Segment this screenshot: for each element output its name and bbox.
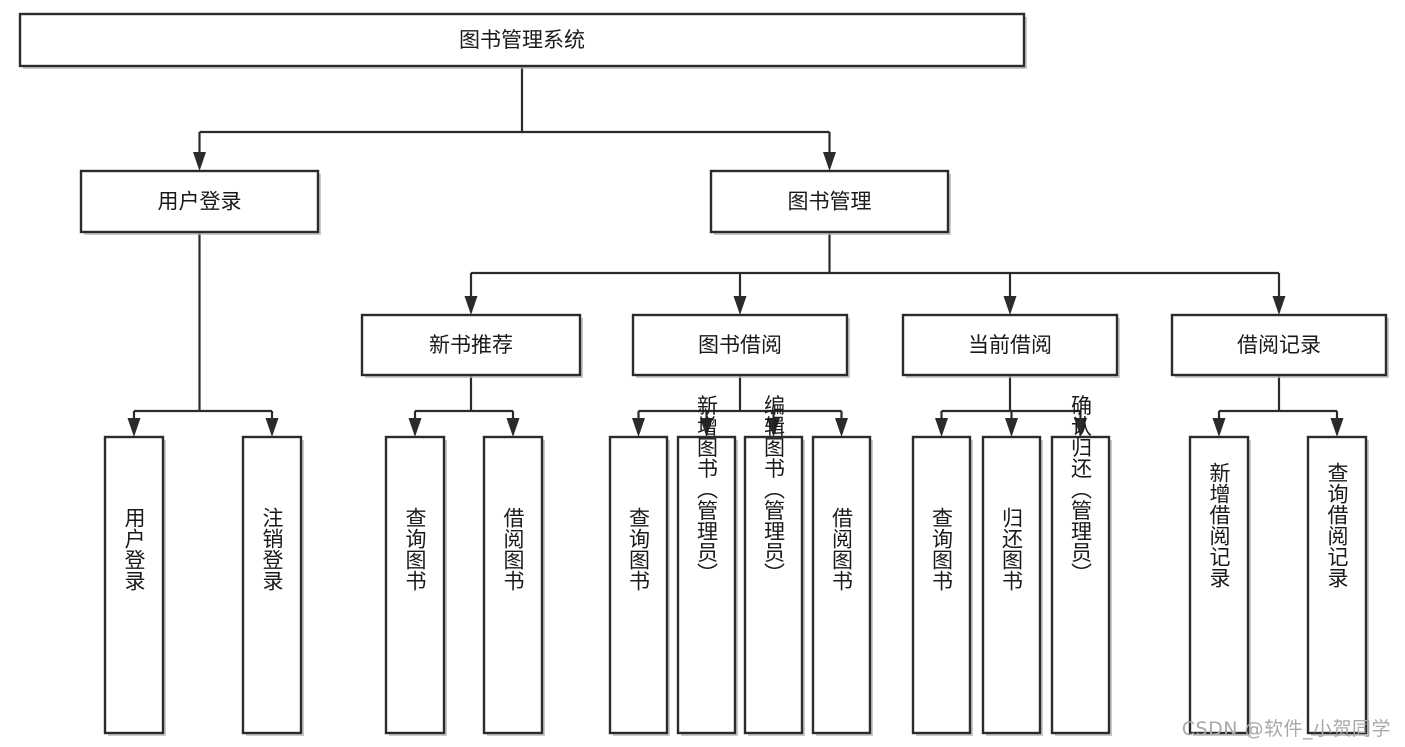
connector-group-l3_3 [1212,375,1344,437]
arrow-head-leaf_10 [1074,418,1087,437]
node-leaf_5[interactable]: 新增图书（管理员） [676,395,738,737]
arrow-head-leaf_9 [1005,418,1018,437]
node-label: 编辑图书（管理员） [762,395,786,584]
node-label: 借阅记录 [1237,333,1321,357]
arrow-head-l3_0 [464,296,478,315]
arrow-head-l3_3 [1272,296,1286,315]
arrow-head-leaf_0 [127,418,141,437]
node-label: 查询图书 [627,507,651,591]
node-leaf_3[interactable]: 借阅图书 [482,435,545,736]
arrow-head-leaf_4 [632,418,645,437]
node-border [103,435,165,735]
node-label: 新增图书（管理员） [695,395,719,584]
node-border [743,435,804,735]
node-label: 当前借阅 [968,333,1052,357]
arrow-head-leaf_8 [935,418,948,437]
node-border [1188,435,1250,735]
arrow-head-leaf_6 [767,418,780,437]
arrow-head-leaf_12 [1330,418,1344,437]
arrow-head-leaf_2 [408,418,422,437]
node-l3_3[interactable]: 借阅记录 [1170,313,1389,378]
node-leaf_1[interactable]: 注销登录 [241,435,304,736]
node-border [18,12,1026,68]
node-border [1170,313,1388,377]
node-layer: 图书管理系统用户登录图书管理新书推荐图书借阅当前借阅借阅记录用户登录注销登录查询… [18,12,1389,737]
node-border [911,435,972,735]
connector-group-l2_0 [127,232,279,437]
node-leaf_2[interactable]: 查询图书 [384,435,447,736]
node-leaf_8[interactable]: 查询图书 [911,435,973,736]
node-label: 查询图书 [403,507,427,591]
node-border [1306,435,1368,735]
node-label: 用户登录 [122,507,146,591]
node-l2_1[interactable]: 图书管理 [709,169,951,235]
node-border [608,435,669,735]
node-leaf_7[interactable]: 借阅图书 [811,435,873,736]
node-l2_0[interactable]: 用户登录 [79,169,321,235]
node-label: 新书推荐 [429,333,513,357]
connector-group-root [193,66,836,171]
node-leaf_6[interactable]: 编辑图书（管理员） [743,395,805,737]
node-border [709,169,950,234]
node-label: 图书借阅 [698,333,782,357]
node-border [676,435,737,735]
node-leaf_11[interactable]: 新增借阅记录 [1188,435,1251,736]
node-label: 图书管理系统 [459,28,585,52]
node-label: 图书管理 [788,190,872,214]
node-l3_1[interactable]: 图书借阅 [631,313,850,378]
node-l3_0[interactable]: 新书推荐 [360,313,583,378]
node-label: 确认归还（管理员） [1069,395,1093,584]
connector-group-l3_2 [935,375,1087,437]
arrow-head-l2_0 [193,152,206,171]
arrow-head-l3_1 [733,296,747,315]
node-label: 查询借阅记录 [1325,462,1349,588]
node-leaf_0[interactable]: 用户登录 [103,435,166,736]
node-label: 新增借阅记录 [1207,462,1231,588]
node-border [1050,435,1111,735]
arrow-head-leaf_1 [265,418,279,437]
arrow-head-leaf_11 [1212,418,1226,437]
node-leaf_10[interactable]: 确认归还（管理员） [1050,395,1112,737]
node-leaf_4[interactable]: 查询图书 [608,435,670,736]
node-label: 用户登录 [158,190,242,214]
csdn-watermark: CSDN @软件_小贺同学 [1181,718,1391,740]
node-border [482,435,544,735]
arrow-head-l2_1 [823,152,836,171]
node-border [901,313,1119,377]
connector-group-l2_1 [464,232,1286,315]
node-label: 注销登录 [260,507,284,591]
connector-layer [127,66,1344,437]
node-root[interactable]: 图书管理系统 [18,12,1027,69]
node-label: 借阅图书 [830,507,854,591]
node-border [384,435,446,735]
connector-group-l3_1 [632,375,848,437]
node-l3_2[interactable]: 当前借阅 [901,313,1120,378]
node-label: 查询图书 [930,507,954,591]
arrow-head-leaf_3 [506,418,520,437]
node-leaf_9[interactable]: 归还图书 [981,435,1043,736]
node-label: 归还图书 [1000,507,1024,591]
node-border [79,169,320,234]
node-border [981,435,1042,735]
node-border [811,435,872,735]
arrow-head-leaf_7 [835,418,848,437]
node-border [360,313,582,377]
node-leaf_12[interactable]: 查询借阅记录 [1306,435,1369,736]
node-border [631,313,849,377]
node-border [241,435,303,735]
arrow-head-leaf_5 [700,418,713,437]
arrow-head-l3_2 [1003,296,1017,315]
connector-group-l3_0 [408,375,520,437]
node-label: 借阅图书 [501,507,525,591]
